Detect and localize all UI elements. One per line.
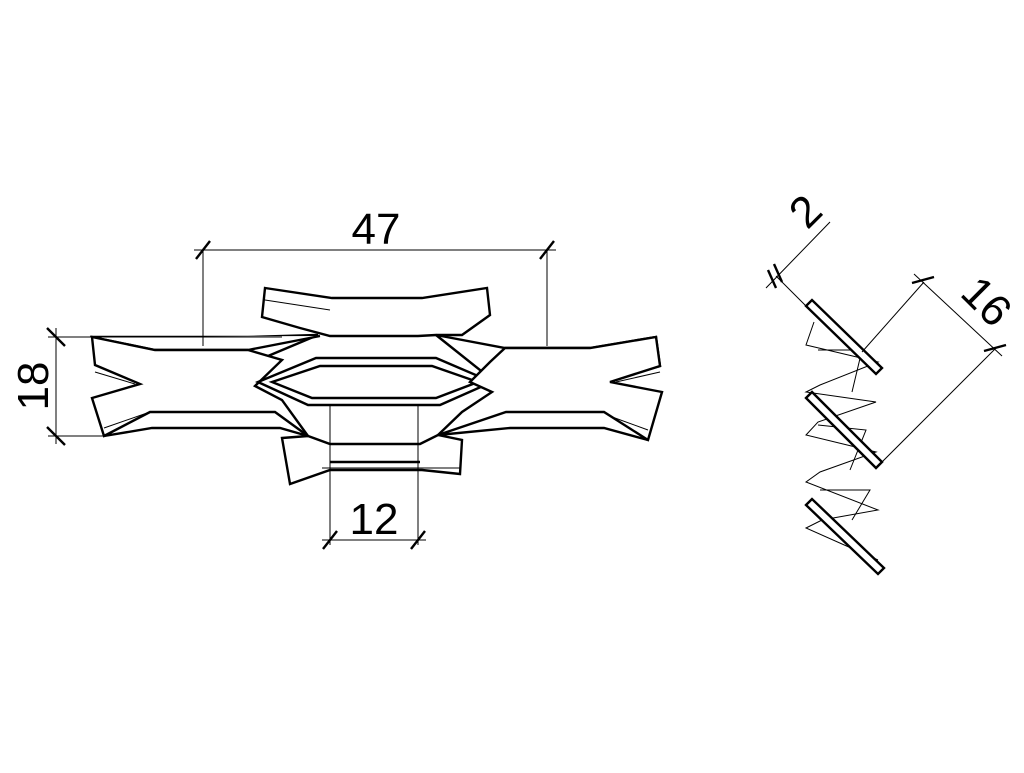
central-hex-opening-inner <box>268 364 482 400</box>
dim-16-ext-top <box>861 281 925 353</box>
dim-2-tick-a <box>766 269 778 289</box>
lower-center-strand <box>280 433 464 486</box>
dim-2-line <box>765 221 831 289</box>
section-plate-1 <box>804 298 884 376</box>
dim-2-tick-b <box>772 263 784 283</box>
upper-center-strand <box>260 286 492 338</box>
dim-16-ext-bottom <box>881 347 997 463</box>
lower-right-arm <box>437 410 649 442</box>
upper-center-strand-edge <box>264 299 331 311</box>
dim-16-tick-top <box>911 275 935 285</box>
mesh-section-view <box>804 298 886 576</box>
dim-16-line <box>913 273 1003 357</box>
dim-16-tick-bottom <box>983 343 1007 353</box>
dim-47-tick-right <box>539 240 555 260</box>
dim-18-label: 18 <box>9 362 58 411</box>
mesh-plan-view <box>89 286 664 486</box>
dim-18-tick-bottom <box>46 426 66 446</box>
dimension-12: 12 <box>322 405 426 550</box>
dimension-47: 47 <box>194 205 556 346</box>
dim-16-label: 16 <box>952 267 1021 336</box>
dimension-18: 18 <box>9 327 282 446</box>
dimension-16: 16 <box>861 267 1021 463</box>
dim-12-label: 12 <box>350 495 399 544</box>
section-plate-3 <box>804 497 886 576</box>
section-zigzag-web <box>804 321 880 561</box>
dim-47-label: 47 <box>352 205 401 254</box>
dim-47-tick-left <box>195 240 211 260</box>
dim-2-label: 2 <box>780 186 832 238</box>
lower-left-arm <box>103 410 309 438</box>
dim-18-tick-top <box>46 327 66 347</box>
dimension-2: 2 <box>765 186 832 307</box>
dim-12-tick-right <box>410 530 426 550</box>
dim-12-tick-left <box>322 530 338 550</box>
right-notch-edge <box>615 371 661 383</box>
left-outer-notch-edge <box>94 371 136 385</box>
